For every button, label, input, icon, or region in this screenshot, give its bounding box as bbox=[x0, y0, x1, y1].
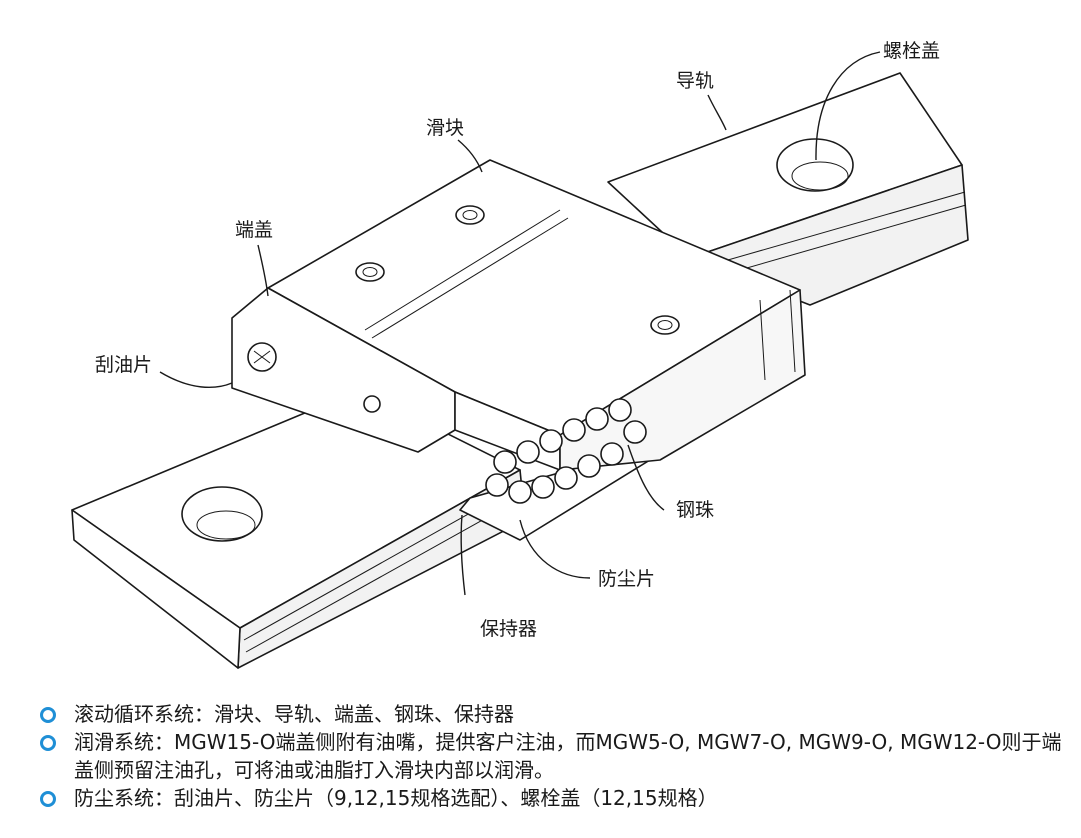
leader-lines bbox=[159, 51, 881, 596]
circle-bullet-icon bbox=[40, 707, 56, 723]
label-dust-plate: 防尘片 bbox=[598, 568, 655, 590]
feature-text: 润滑系统：MGW15-O端盖侧附有油嘴，提供客户注油，而MGW5-O, MGW7… bbox=[74, 730, 1062, 782]
label-wiper: 刮油片 bbox=[95, 354, 152, 376]
bolt-hole-near bbox=[181, 486, 263, 542]
feature-text: 滚动循环系统：滑块、导轨、端盖、钢珠、保持器 bbox=[74, 702, 514, 726]
feature-list: 滚动循环系统：滑块、导轨、端盖、钢珠、保持器 润滑系统：MGW15-O端盖侧附有… bbox=[36, 700, 1066, 812]
feature-item-rolling: 滚动循环系统：滑块、导轨、端盖、钢珠、保持器 bbox=[36, 700, 1066, 728]
circle-bullet-icon bbox=[40, 735, 56, 751]
circle-bullet-icon bbox=[40, 791, 56, 807]
bolt-hole-far bbox=[776, 138, 854, 192]
label-retainer: 保持器 bbox=[480, 618, 537, 640]
feature-text: 防尘系统：刮油片、防尘片（9,12,15规格选配）、螺栓盖（12,15规格） bbox=[74, 786, 718, 810]
oil-nipple-icon bbox=[363, 395, 381, 413]
label-steel-ball: 钢珠 bbox=[676, 499, 714, 521]
slider-block bbox=[231, 159, 806, 471]
label-end-cap: 端盖 bbox=[235, 219, 273, 241]
feature-item-lubrication: 润滑系统：MGW15-O端盖侧附有油嘴，提供客户注油，而MGW5-O, MGW7… bbox=[36, 728, 1066, 784]
guide-rail bbox=[71, 72, 969, 669]
steel-balls bbox=[485, 398, 647, 504]
part-labels: 螺栓盖 导轨 滑块 端盖 刮油片 钢珠 防尘片 保持器 bbox=[95, 40, 940, 640]
label-bolt-cap: 螺栓盖 bbox=[883, 40, 940, 62]
label-block: 滑块 bbox=[426, 117, 464, 139]
label-rail: 导轨 bbox=[676, 70, 714, 92]
feature-item-dustproof: 防尘系统：刮油片、防尘片（9,12,15规格选配）、螺栓盖（12,15规格） bbox=[36, 784, 1066, 812]
linear-guide-diagram: 螺栓盖 导轨 滑块 端盖 刮油片 钢珠 防尘片 保持器 bbox=[71, 40, 969, 669]
